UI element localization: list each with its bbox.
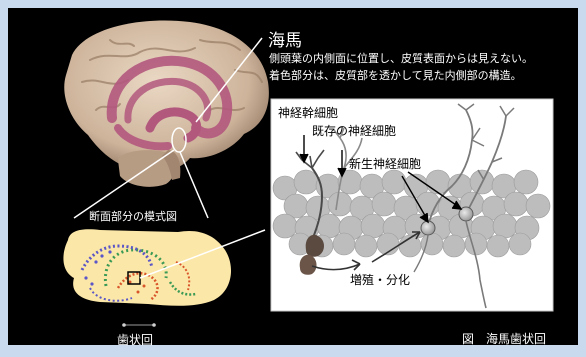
description-line-1: 側頭葉の内側面に位置し、皮質表面からは見えない。 [269, 50, 533, 66]
section-background [63, 229, 231, 305]
label-new-neuron: 新生神経細胞 [349, 155, 421, 172]
description-line-2: 着色部分は、皮質部を透かして見た内側部の構造。 [269, 67, 522, 83]
label-proliferation: 増殖・分化 [350, 271, 410, 288]
dentate-gyrus-label: 歯状回 [117, 331, 153, 348]
title: 海馬 [268, 26, 302, 51]
label-stem-cell: 神経幹細胞 [278, 104, 338, 121]
label-existing-neuron: 既存の神経細胞 [312, 122, 396, 139]
figure-caption: 図 海馬歯状回 [462, 330, 546, 347]
section-label: 断面部分の模式図 [89, 208, 177, 224]
section-schematic [63, 229, 231, 305]
